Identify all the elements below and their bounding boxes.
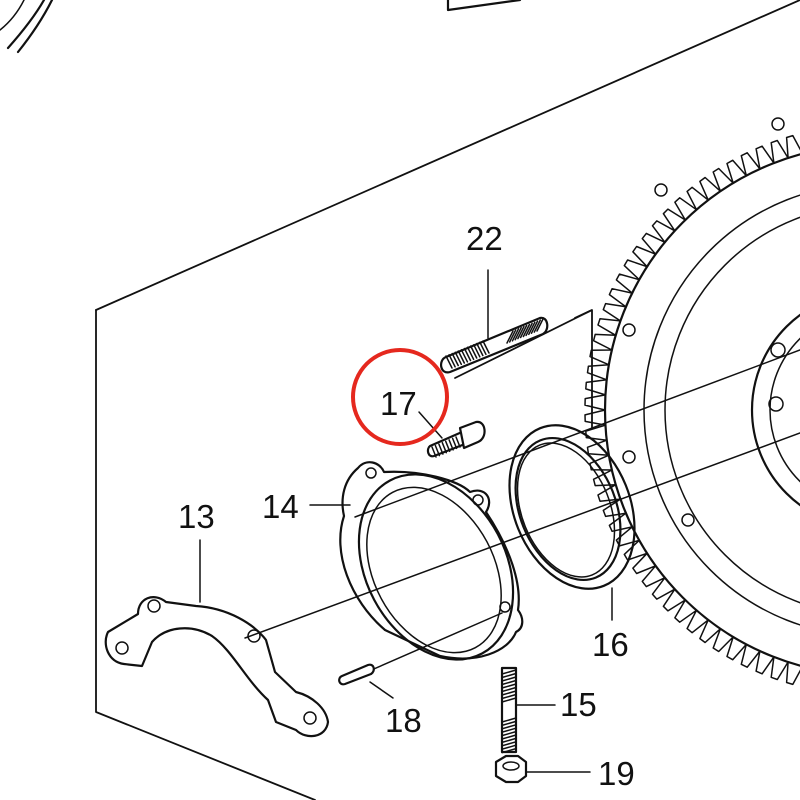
callout-14: 14 bbox=[262, 488, 299, 525]
leader-lines bbox=[199, 269, 613, 773]
mounting-plane bbox=[95, 0, 800, 800]
adjacent-part-arcs bbox=[0, 0, 54, 54]
nut-19 bbox=[494, 754, 528, 784]
flywheel-ring-gear bbox=[584, 117, 800, 686]
adjacent-part-bracket bbox=[446, 0, 522, 12]
callout-18: 18 bbox=[385, 702, 422, 739]
callout-22: 22 bbox=[466, 220, 503, 257]
highlight-circle bbox=[351, 348, 449, 446]
callout-16: 16 bbox=[592, 626, 629, 663]
screw-17 bbox=[426, 420, 486, 458]
callout-17: 17 bbox=[380, 385, 417, 422]
callout-19: 19 bbox=[598, 755, 635, 792]
stud-15 bbox=[500, 666, 518, 754]
stud-22 bbox=[440, 316, 549, 374]
seal-housing-14 bbox=[339, 461, 524, 661]
oil-seal-16 bbox=[508, 424, 636, 590]
callout-15: 15 bbox=[560, 686, 597, 723]
bracket-plate-13 bbox=[104, 596, 330, 738]
dowel-pin-18 bbox=[338, 663, 375, 686]
callout-13: 13 bbox=[178, 498, 215, 535]
